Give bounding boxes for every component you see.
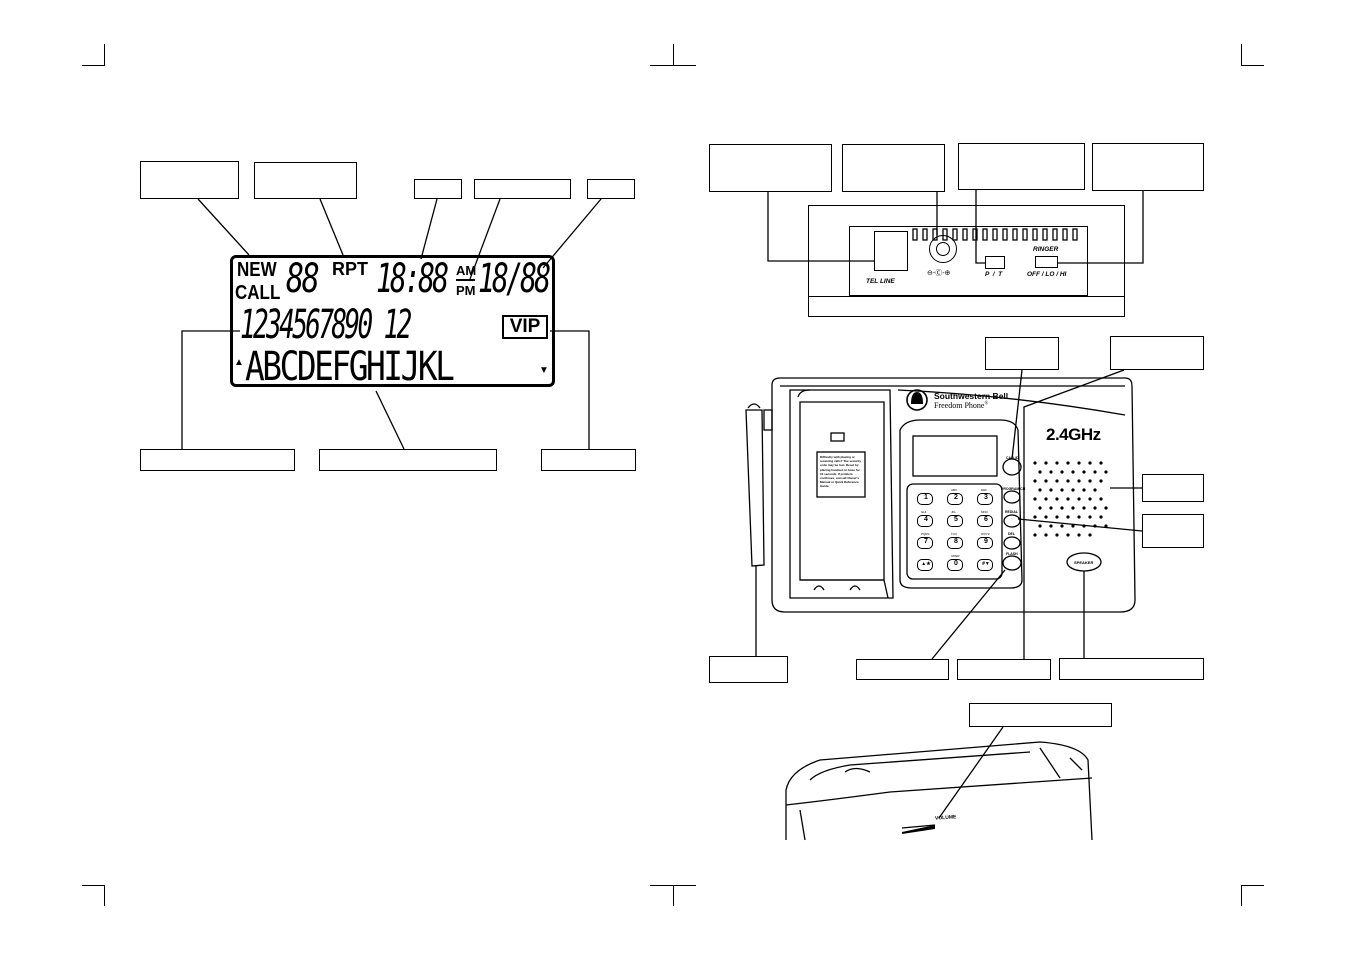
label-box-tel-line: [709, 144, 832, 192]
speaker-button-label: SPEAKER: [1074, 560, 1094, 565]
label-box-date: [587, 179, 635, 199]
crop-mark: [673, 44, 675, 65]
callid-button-label: CALLID: [1006, 456, 1019, 460]
crop-mark: [1241, 65, 1264, 67]
brand-name: Southwestern Bell: [934, 391, 1009, 401]
label-box-repeat: [254, 162, 357, 199]
pulse-tone-switch: [985, 256, 1005, 269]
label-box-pulse-tone: [958, 143, 1085, 190]
tel-line-jack: [874, 231, 908, 271]
label-box-volume: [969, 703, 1112, 727]
crop-mark: [650, 65, 696, 67]
flash-button-label: FLASH: [1006, 552, 1018, 556]
label-box-antenna: [709, 656, 788, 683]
label-box-vip: [541, 449, 636, 471]
lcd-call-text: CALL: [235, 282, 281, 304]
keypad-key[interactable]: ▲★: [911, 554, 939, 574]
label-box-call-id: [985, 337, 1059, 370]
lcd-screen: [230, 255, 555, 387]
keypad-key[interactable]: 1: [911, 488, 939, 508]
speaker-grille-dots: [1033, 461, 1108, 537]
crop-mark: [1241, 885, 1243, 906]
lcd-new-text: NEW: [237, 259, 277, 281]
redial-button-label: REDIAL: [1005, 510, 1019, 514]
label-box-speaker-button: [1059, 658, 1204, 680]
lcd-rpt-text: RPT: [332, 259, 368, 279]
label-box-dc-jack: [842, 144, 945, 192]
label-box-phone-number: [140, 449, 295, 471]
tel-line-label: TEL LINE: [866, 278, 895, 285]
ringer-switch: [1035, 256, 1058, 268]
crop-mark: [104, 44, 106, 65]
lcd-up-arrow-icon: ▲: [234, 357, 244, 368]
crop-mark: [82, 65, 105, 67]
product-name: Freedom Phone®: [934, 401, 989, 410]
ringer-title: RINGER: [1033, 246, 1059, 253]
lcd-down-arrow-icon: ▼: [539, 365, 549, 376]
label-box-flash: [856, 659, 949, 680]
label-box-new-call: [140, 161, 239, 199]
label-box-ringer: [1092, 143, 1204, 191]
bell-logo-icon: [911, 392, 923, 404]
back-panel-base-line: [808, 296, 1125, 298]
notice-label-text: Difficulty with placing or receiving cal…: [820, 455, 862, 489]
crop-mark: [1241, 885, 1264, 887]
program-button-label: PROGRAM/CH: [1001, 487, 1026, 491]
lcd-vip-badge: VIP: [502, 315, 548, 339]
label-box-am-pm: [474, 179, 571, 199]
vent-slots: [912, 228, 1078, 241]
lcd-am-pm-divider: [456, 279, 475, 281]
lcd-pm-text: PM: [456, 283, 476, 298]
label-box-program: [1110, 336, 1204, 370]
label-box-time: [414, 179, 462, 199]
lcd-time: 18:88: [376, 256, 449, 302]
lcd-call-count: 88: [286, 256, 320, 302]
ghz-logo: 2.4GHz: [1046, 425, 1101, 444]
volume-slider-icon: [902, 825, 935, 834]
crop-mark: [673, 885, 675, 906]
dc-power-jack-inner: [936, 242, 950, 256]
crop-mark: [104, 885, 106, 906]
pulse-tone-label: P / T: [985, 271, 1003, 278]
label-box-delete: [957, 659, 1051, 680]
lcd-phone-number: 1234567890 12: [240, 302, 412, 348]
crop-mark: [1241, 44, 1243, 65]
ringer-options-label: OFF / LO / HI: [1027, 271, 1067, 278]
keypad-key[interactable]: #▼: [971, 554, 999, 574]
crop-mark: [82, 885, 105, 887]
lcd-am-text: AM: [456, 263, 477, 278]
lcd-date: 18/88: [478, 256, 551, 302]
lcd-name: ABCDEFGHIJKL: [245, 344, 455, 390]
del-button-label: DEL: [1008, 532, 1015, 536]
dc-polarity-symbol: ⊖-Ⓒ-⊕: [927, 270, 951, 277]
label-box-redial: [1142, 514, 1204, 548]
label-box-name: [319, 449, 497, 471]
label-box-speaker-grille: [1142, 474, 1204, 502]
